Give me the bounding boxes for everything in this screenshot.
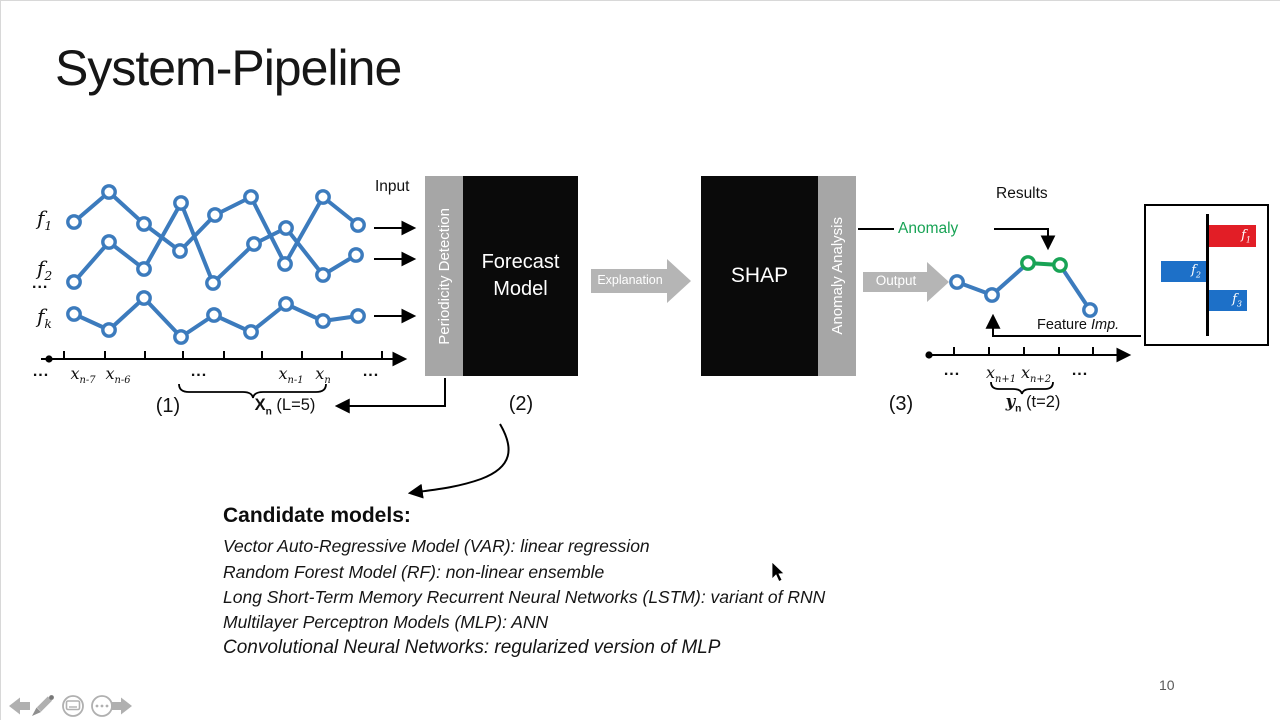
window-underbrace — [178, 383, 327, 399]
horizon-label: yn (t=2) — [1005, 392, 1061, 415]
series-label-f2: f2 — [37, 256, 53, 283]
output-arrow-label: Output — [875, 273, 917, 288]
anomaly-label: Anomaly — [898, 220, 959, 237]
output-time-axis — [925, 347, 1132, 363]
tick-label: xn-6 — [105, 364, 131, 387]
candidate-models-header: Candidate models: — [223, 504, 411, 527]
input-arrows — [374, 220, 417, 324]
input-label: Input — [375, 178, 410, 195]
shap-box: SHAP — [701, 176, 818, 376]
slide-navigator-icon[interactable] — [62, 695, 84, 717]
candidate-model-item: Vector Auto-Regressive Model (VAR): line… — [223, 536, 650, 556]
tick-label: xn-7 — [70, 364, 96, 387]
tick-label: ... — [362, 363, 380, 380]
next-slide-arrow-icon[interactable] — [111, 697, 132, 715]
step-1-label: (1) — [155, 395, 181, 417]
fi-bar-f3: f3 — [1209, 290, 1247, 311]
feature-imp-connector — [985, 313, 1141, 337]
candidate-model-item: Multilayer Perceptron Models (MLP): ANN — [223, 612, 549, 632]
window-feedback-connector — [334, 378, 446, 414]
input-time-axis — [41, 351, 408, 367]
results-label: Results — [996, 185, 1048, 202]
tick-label: xn-1 — [278, 364, 304, 387]
candidate-model-item: Convolutional Neural Networks: regulariz… — [223, 637, 721, 658]
series-label-fk: fk — [37, 304, 52, 331]
candidate-models-arrow — [407, 423, 510, 499]
feature-importance-box: f1 f2 f3 — [1144, 204, 1269, 346]
explanation-arrow-shape — [591, 259, 691, 303]
series-label-f1: f1 — [37, 206, 53, 233]
forecast-model-box: Forecast Model — [463, 176, 578, 376]
output-arrow-shape — [863, 262, 949, 302]
slide-title: System-Pipeline — [55, 40, 402, 96]
series-ellipsis: ... — [32, 275, 49, 292]
tick-label: ... — [1071, 362, 1089, 379]
fi-bar-f1: f1 — [1209, 225, 1256, 247]
more-options-icon[interactable] — [91, 695, 113, 717]
tick-label: xn+1 — [985, 363, 1017, 386]
slide-page-number: 10 — [1159, 677, 1175, 693]
tick-label: ... — [943, 362, 961, 379]
tick-label: xn — [315, 364, 331, 387]
step-2-label: (2) — [508, 393, 534, 415]
anomaly-analysis-bar: Anomaly Analysis — [818, 176, 856, 376]
window-label: Xn (L=5) — [254, 396, 316, 418]
pen-tool-icon[interactable] — [32, 695, 54, 716]
tick-label: xn+2 — [1020, 363, 1052, 386]
slideshow-controls — [9, 695, 132, 717]
tick-label: ... — [190, 363, 208, 380]
horizon-underbrace — [990, 381, 1054, 395]
time-series-lines — [66, 184, 1098, 345]
periodicity-detection-bar: Periodicity Detection — [425, 176, 463, 376]
tick-label: ... — [32, 363, 50, 380]
candidate-model-item: Random Forest Model (RF): non-linear ens… — [223, 562, 605, 582]
step-3-label: (3) — [888, 393, 914, 415]
previous-slide-arrow-icon[interactable] — [9, 697, 30, 715]
fi-bar-f2: f2 — [1161, 261, 1206, 282]
fi-axis-line — [1206, 214, 1209, 336]
feature-importance-label: Feature Imp. — [1037, 317, 1120, 333]
mouse-cursor — [771, 561, 785, 583]
anomaly-connector — [858, 228, 1056, 251]
explanation-arrow-label: Explanation — [597, 273, 663, 287]
candidate-model-item: Long Short-Term Memory Recurrent Neural … — [223, 587, 826, 607]
